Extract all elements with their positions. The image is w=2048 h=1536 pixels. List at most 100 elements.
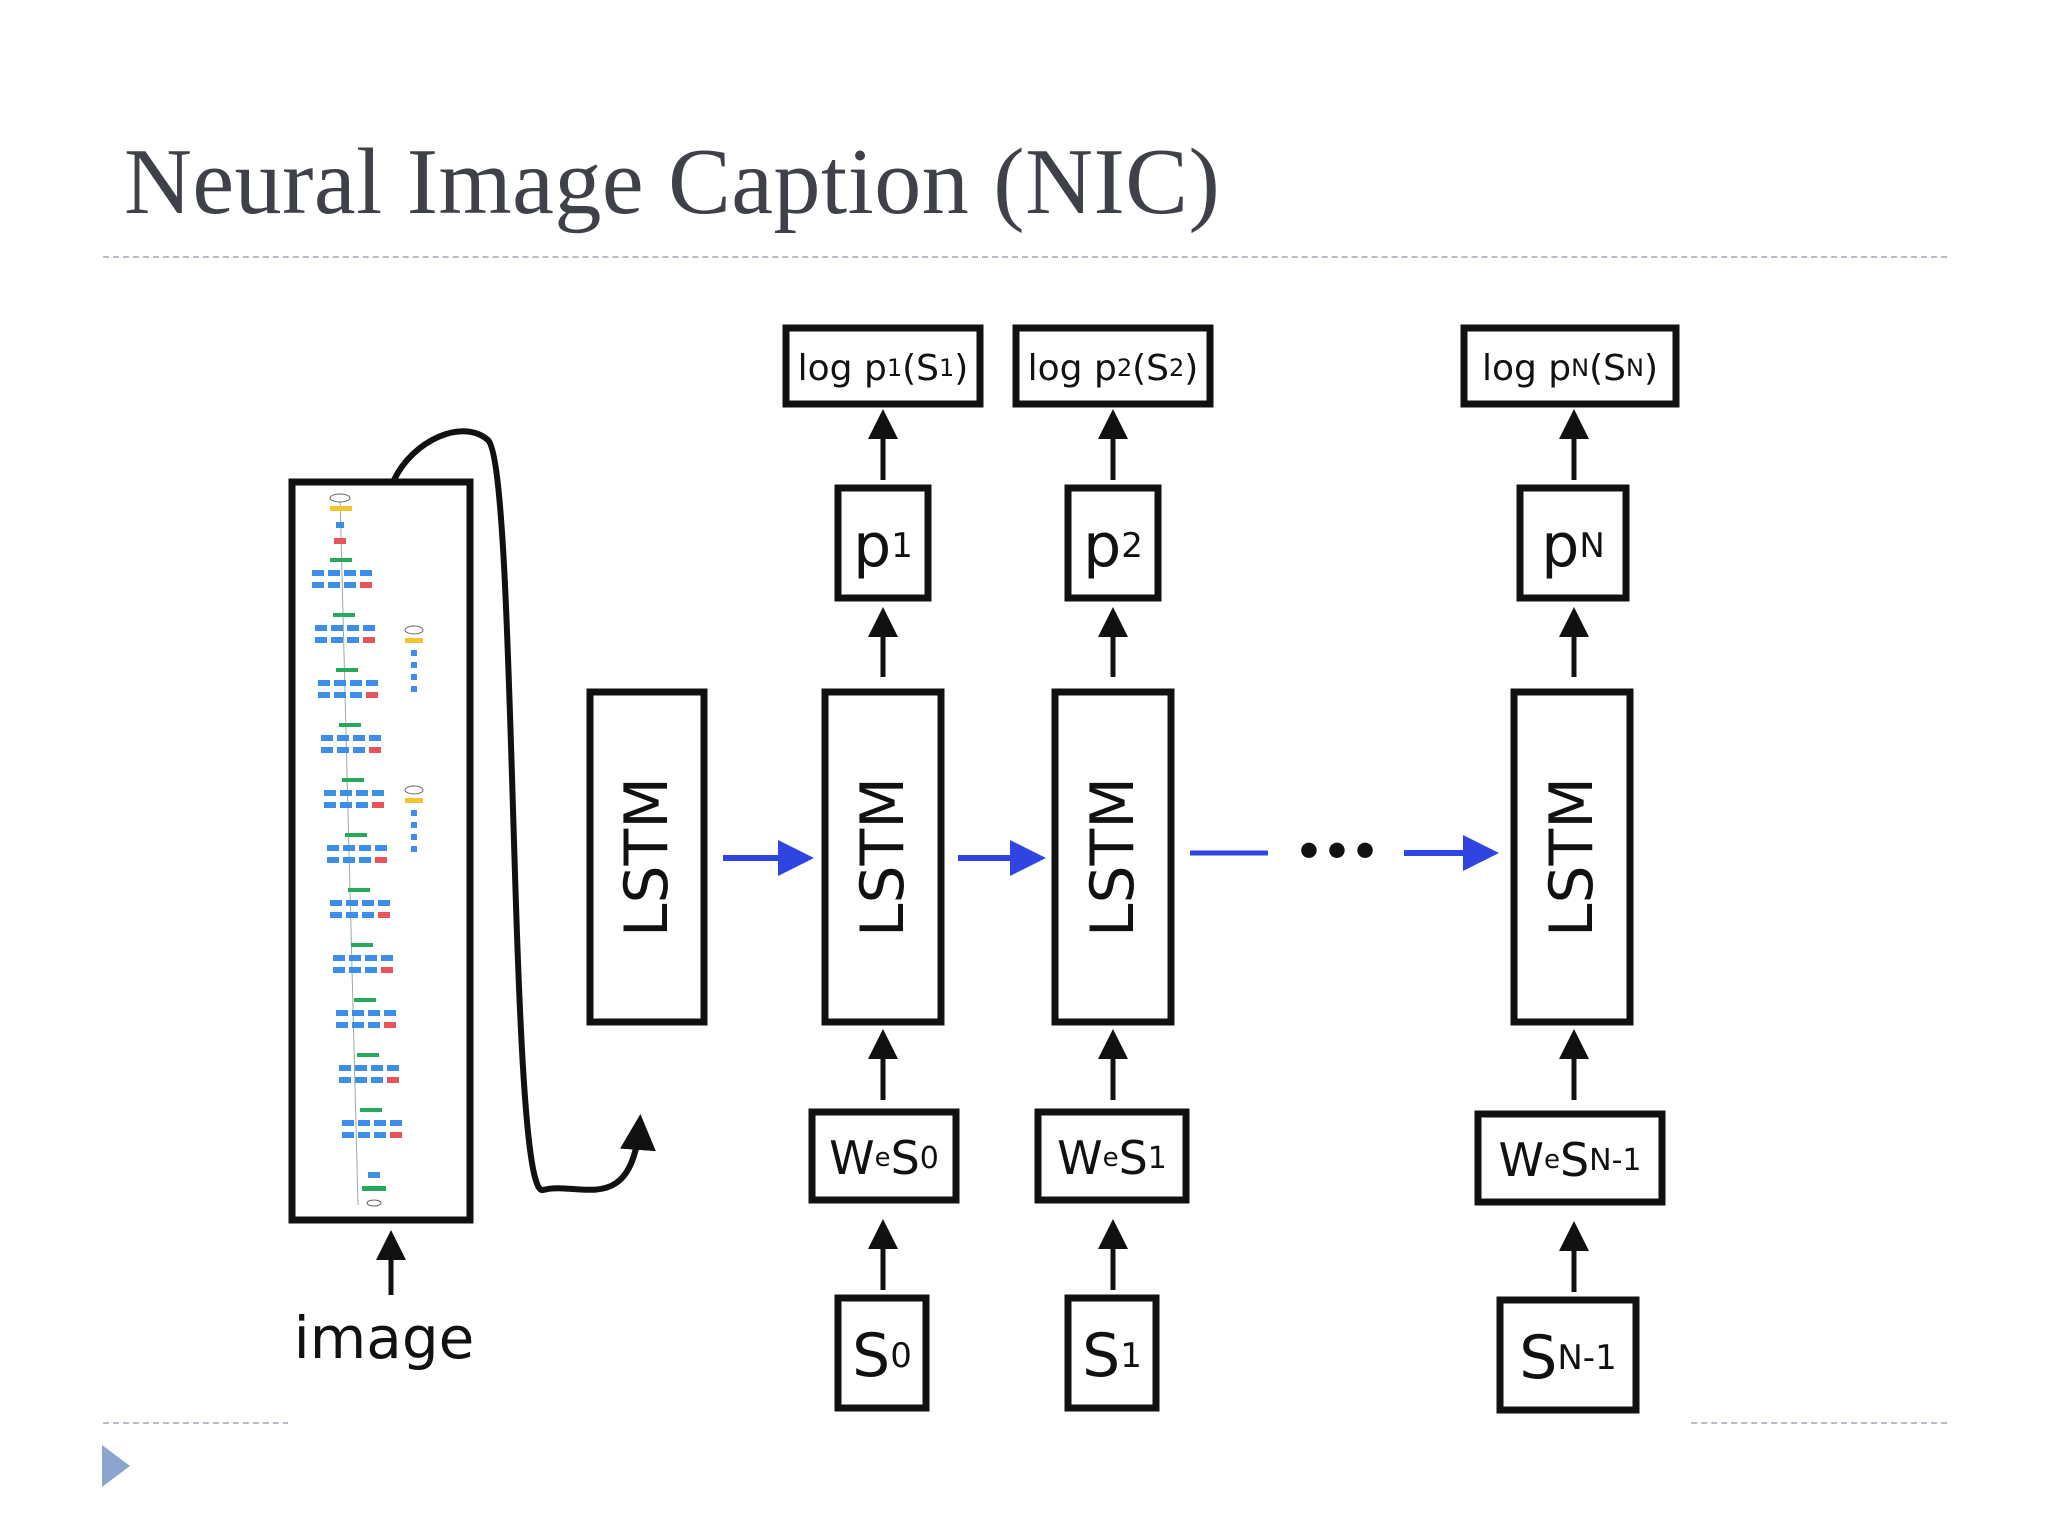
log-prob-1: log p1(S1) [798, 348, 969, 389]
cnn-conv-node [390, 1132, 402, 1138]
cnn-to-lstm-connector [391, 428, 656, 1194]
cnn-concat-node [351, 943, 373, 947]
cnn-conv-node [337, 747, 349, 753]
cnn-conv-node [330, 900, 342, 906]
cnn-conv-node [375, 857, 387, 863]
cnn-conv-node [331, 625, 343, 631]
cnn-aux-node [411, 686, 417, 692]
cnn-node [336, 522, 344, 528]
cnn-conv-node [328, 582, 340, 588]
cnn-conv-node [387, 1065, 399, 1071]
image-label: image [294, 1304, 475, 1372]
cnn-conv-node [346, 900, 358, 906]
cnn-aux-node [411, 650, 417, 656]
cnn-aux-node [411, 822, 417, 828]
cnn-conv-node [369, 747, 381, 753]
cnn-conv-node [353, 747, 365, 753]
cnn-conv-node [362, 900, 374, 906]
cnn-conv-node [350, 680, 362, 686]
cnn-conv-node [366, 692, 378, 698]
cnn-concat-node [348, 888, 370, 892]
cnn-conv-node [349, 967, 361, 973]
cnn-concat-node [339, 723, 361, 727]
cnn-conv-node [375, 845, 387, 851]
cnn-conv-node [356, 790, 368, 796]
prob-1: p1 [853, 511, 913, 581]
cnn-conv-node [339, 1077, 351, 1083]
cnn-concat-node [360, 1108, 382, 1112]
cnn-conv-node [366, 680, 378, 686]
cnn-conv-node [368, 1022, 380, 1028]
cnn-concat-node [357, 1053, 379, 1057]
cnn-conv-node [328, 570, 340, 576]
cnn-conv-node [359, 857, 371, 863]
cnn-conv-node [355, 1077, 367, 1083]
word-n: SN-1 [1519, 1323, 1616, 1393]
cnn-conv-node [336, 1010, 348, 1016]
cnn-conv-node [369, 735, 381, 741]
cnn-conv-node [372, 790, 384, 796]
ellipsis: ••• [1295, 827, 1379, 878]
cnn-conv-node [340, 790, 352, 796]
cnn-conv-node [327, 845, 339, 851]
cnn-conv-node [327, 857, 339, 863]
cnn-aux-output-node [404, 785, 424, 795]
cnn-aux-node [411, 834, 417, 840]
cnn-conv-node [363, 625, 375, 631]
cnn-conv-node [321, 747, 333, 753]
step-2: log p2(S2) p2 LSTM WeS1 S1 [1012, 324, 1214, 1412]
cnn-conv-node [333, 967, 345, 973]
cnn-input-node [329, 493, 351, 503]
lstm-2-label: LSTM [1078, 777, 1148, 937]
slide-title: Neural Image Caption (NIC) [124, 130, 1221, 234]
cnn-conv-node [368, 1010, 380, 1016]
cnn-conv-node [352, 1022, 364, 1028]
log-prob-n: log pN(SN) [1482, 348, 1658, 389]
cnn-conv-node [339, 1065, 351, 1071]
title-divider [103, 256, 1947, 258]
step-n: log pN(SN) pN LSTM WeSN-1 SN-1 [1460, 324, 1680, 1414]
cnn-conv-node [318, 680, 330, 686]
cnn-aux-node [411, 810, 417, 816]
cnn-node [330, 506, 352, 511]
cnn-conv-node [363, 637, 375, 643]
nic-architecture-diagram: image LSTM ••• log p1(S1) p1 LSTM WeS0 [288, 324, 1680, 1414]
cnn-conv-node [336, 1022, 348, 1028]
cnn-conv-node [324, 790, 336, 796]
cnn-conv-node [384, 1022, 396, 1028]
cnn-conv-node [347, 637, 359, 643]
nic-figure: image LSTM ••• log p1(S1) p1 LSTM WeS0 [288, 300, 1688, 1536]
cnn-conv-node [372, 802, 384, 808]
cnn-node [368, 1172, 380, 1178]
cnn-aux-node [405, 638, 423, 643]
embedding-n: WeSN-1 [1498, 1133, 1641, 1187]
cnn-aux-node [411, 662, 417, 668]
cnn-conv-node [352, 1010, 364, 1016]
step-1: log p1(S1) p1 LSTM WeS0 S0 [782, 324, 984, 1412]
cnn-concat-node [345, 833, 367, 837]
embedding-2: WeS1 [1057, 1131, 1167, 1185]
cnn-network-graphic [312, 493, 424, 1207]
cnn-node [362, 1186, 386, 1191]
word-1: S0 [852, 1321, 912, 1391]
prob-n: pN [1541, 511, 1605, 581]
cnn-conv-node [346, 912, 358, 918]
cnn-conv-node [343, 845, 355, 851]
cnn-conv-node [342, 1120, 354, 1126]
cnn-conv-node [374, 1132, 386, 1138]
cnn-block [288, 478, 474, 1224]
log-prob-2: log p2(S2) [1028, 348, 1199, 389]
cnn-aux-node [405, 798, 423, 803]
cnn-conv-node [381, 967, 393, 973]
next-slide-icon[interactable] [102, 1445, 132, 1487]
cnn-concat-node [342, 778, 364, 782]
cnn-aux-output-node [404, 625, 424, 635]
cnn-conv-node [362, 912, 374, 918]
cnn-conv-node [358, 1120, 370, 1126]
cnn-conv-node [356, 802, 368, 808]
cnn-concat-node [333, 613, 355, 617]
lstm-init-label: LSTM [612, 777, 682, 937]
lstm-n-label: LSTM [1537, 777, 1607, 937]
cnn-concat-node [354, 998, 376, 1002]
cnn-conv-node [353, 735, 365, 741]
